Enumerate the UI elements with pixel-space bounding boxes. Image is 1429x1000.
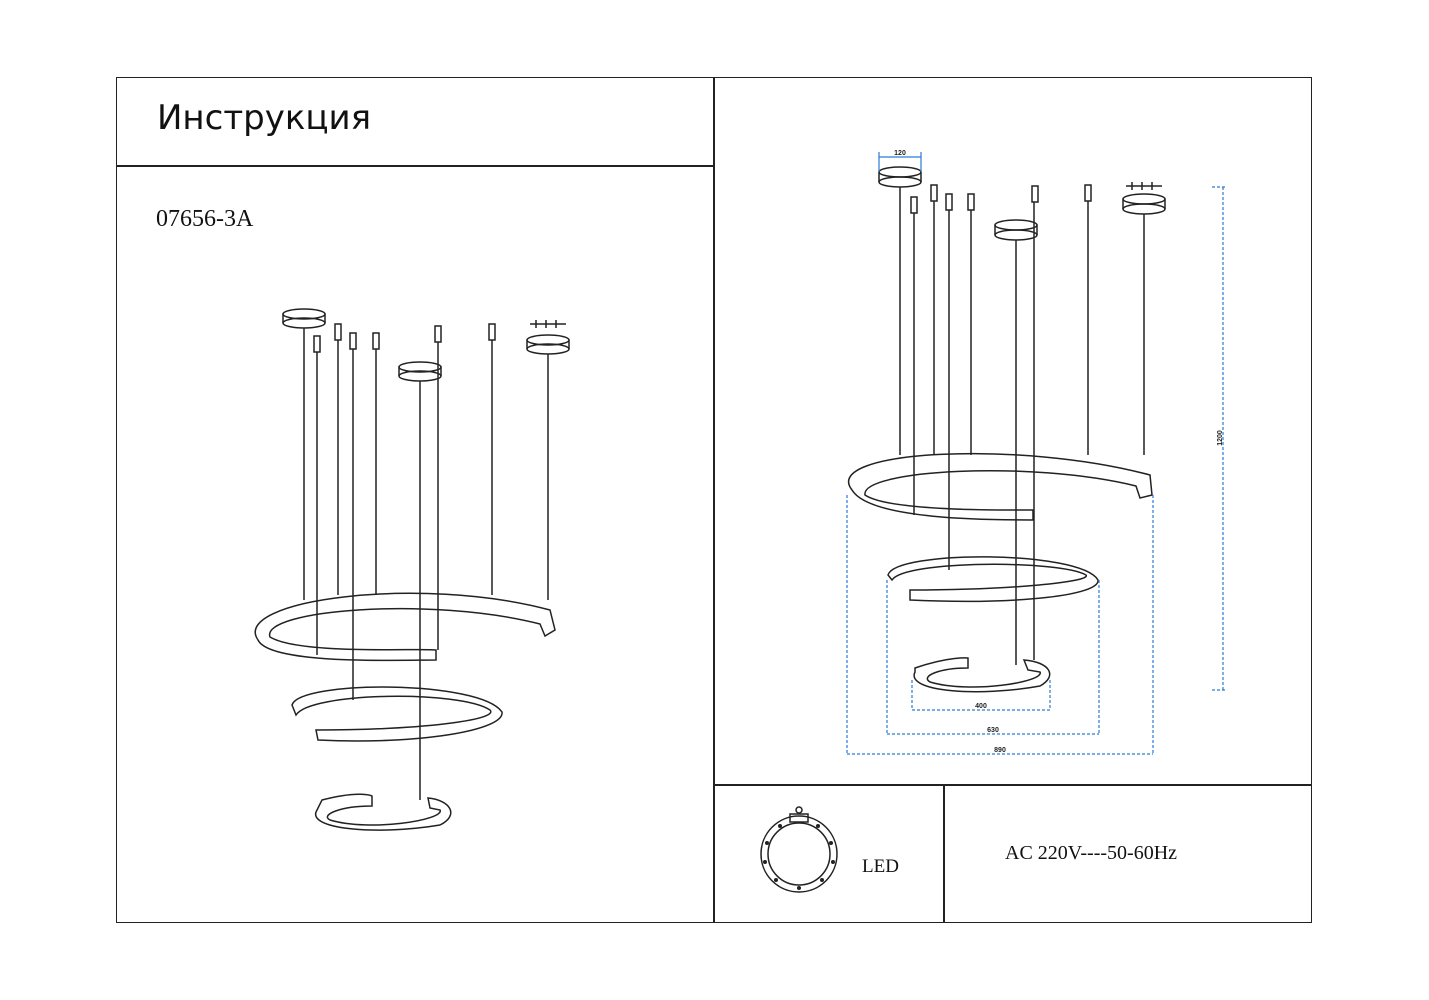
center-divider xyxy=(713,77,715,923)
specs-divider xyxy=(714,784,1312,786)
power-spec: AC 220V----50-60Hz xyxy=(1005,842,1178,864)
chandelier-dimension-drawing xyxy=(848,166,1166,693)
dimension-canopy-width: 120 xyxy=(894,150,906,157)
chandelier-perspective-drawing xyxy=(254,308,570,831)
dimension-height: 1200 xyxy=(1217,430,1224,446)
dimension-ring-medium: 630 xyxy=(987,727,999,734)
page-title: Инструкция xyxy=(157,98,372,138)
specs-column-divider xyxy=(943,785,945,923)
dimension-ring-small: 400 xyxy=(975,703,987,710)
dimension-ring-large: 890 xyxy=(994,747,1006,754)
model-code: 07656-3A xyxy=(156,206,254,232)
led-module-icon xyxy=(760,806,838,893)
header-divider xyxy=(116,165,714,167)
dimension-lines xyxy=(846,152,1226,755)
light-source-label: LED xyxy=(862,856,899,877)
